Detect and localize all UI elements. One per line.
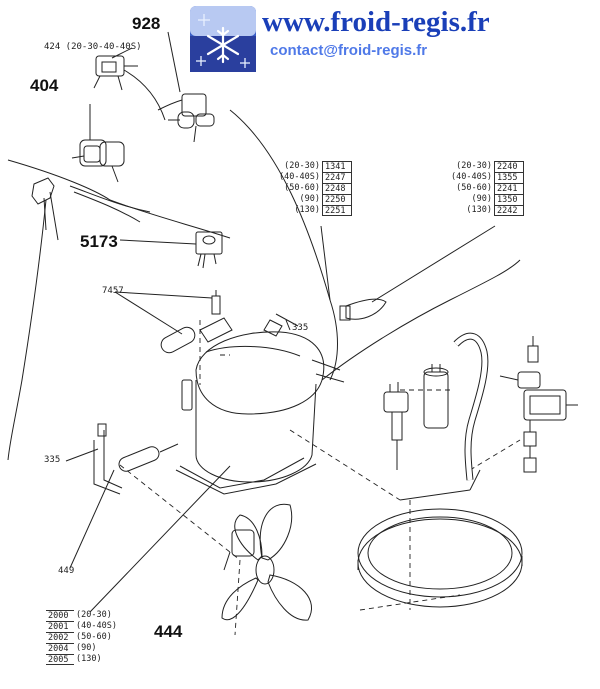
parts-table-center: (20-30)1341 (40-40S)2247 (50-60)2248 (90… <box>258 161 352 216</box>
table-row: (40-40S)1355 <box>430 172 524 183</box>
table-row: (50-60)2241 <box>430 183 524 194</box>
contact-email[interactable]: contact@froid-regis.fr <box>270 42 428 59</box>
callout-404: 404 <box>30 76 59 95</box>
snowflake-logo <box>190 6 256 72</box>
table-row: 2002(50-60) <box>46 632 112 643</box>
table-row: (40-40S)2247 <box>258 172 352 183</box>
table-row: 2005(130) <box>46 654 102 665</box>
table-row: 2004(90) <box>46 643 97 654</box>
table-row: 2000(20-30) <box>46 610 112 621</box>
parts-table-bottom: 2000(20-30) 2001(40-40S) 2002(50-60) 200… <box>46 610 119 665</box>
table-row: (50-60)2248 <box>258 183 352 194</box>
callout-5173: 5173 <box>80 232 118 251</box>
table-row: (130)2251 <box>258 205 352 216</box>
label-335-top: 335 <box>292 323 309 333</box>
label-449: 449 <box>58 566 75 576</box>
label-335-left: 335 <box>44 455 61 465</box>
table-row: (90)1350 <box>430 194 524 205</box>
table-row: (20-30)1341 <box>258 161 352 172</box>
callout-444: 444 <box>154 622 183 641</box>
table-row: 2001(40-40S) <box>46 621 117 632</box>
website-url[interactable]: www.froid-regis.fr <box>262 6 490 38</box>
table-row: (20-30)2240 <box>430 161 524 172</box>
callout-928: 928 <box>132 14 161 33</box>
label-7457: 7457 <box>102 286 124 296</box>
table-row: (130)2242 <box>430 205 524 216</box>
label-valve-424: 424 (20-30-40-40S) <box>44 42 142 52</box>
parts-table-right: (20-30)2240 (40-40S)1355 (50-60)2241 (90… <box>430 161 524 216</box>
table-row: (90)2250 <box>258 194 352 205</box>
